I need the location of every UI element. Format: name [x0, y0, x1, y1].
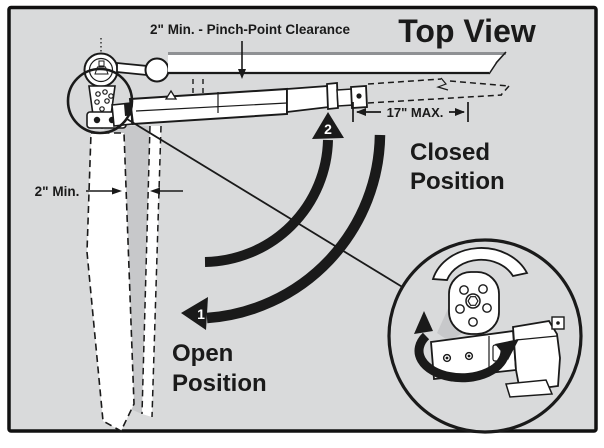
min-clearance-label: 2" Min. — [35, 184, 80, 199]
max-extension-label: 17" MAX. — [387, 105, 444, 120]
swing-arc-open — [206, 134, 386, 324]
break-mark — [436, 77, 449, 91]
dim-arrow-left — [356, 108, 366, 116]
detail-callout-circle — [66, 67, 134, 135]
closed-position-line2: Position — [410, 168, 505, 195]
mount-bolt-left — [93, 116, 101, 124]
pinch-dimension-group: 2" Min. - Pinch-Point Clearance — [150, 22, 350, 79]
inset-plate-holes — [455, 284, 492, 327]
actuator-vent-mark — [164, 89, 178, 100]
min-clearance-dimension-group: 2" Min. — [35, 184, 183, 199]
inset-bolt-1-center — [445, 356, 449, 360]
arm-open-strip — [142, 126, 161, 417]
arrowhead-closed — [312, 112, 344, 139]
min-arrow-right — [112, 187, 122, 195]
step-number-open: 1 — [197, 306, 205, 322]
step-number-closed: 2 — [324, 121, 332, 137]
actuator-collar — [326, 82, 339, 110]
arm-open-dashed-right — [151, 125, 162, 418]
inset-bottom-flap — [505, 379, 554, 398]
inset-socket-arch — [431, 247, 529, 281]
bracket-bolt-holes — [94, 89, 114, 112]
pinch-arrowhead — [238, 69, 246, 79]
inset-arrowhead-up — [414, 311, 433, 334]
end-bracket-bolt — [356, 93, 362, 99]
gate-bar-body — [168, 52, 506, 74]
pinch-gap-dashed-lines — [192, 79, 204, 98]
inset-hex-bolt-head — [467, 296, 479, 306]
pinch-clearance-label: 2" Min. - Pinch-Point Clearance — [150, 22, 350, 37]
gate-bar-group — [168, 51, 507, 75]
post-arm — [116, 62, 148, 76]
inset-rotation-arc — [414, 332, 510, 383]
actuator-group — [111, 77, 510, 127]
swing-arc-closed — [204, 139, 333, 267]
inset-end-block — [512, 320, 561, 393]
gate-open-position-group — [86, 79, 204, 433]
detail-inset-group — [387, 238, 583, 434]
inset-end-block-line — [515, 335, 558, 341]
gate-open-dashed-outline — [86, 132, 135, 433]
view-title: Top View — [398, 13, 536, 49]
min-arrow-left — [150, 187, 160, 195]
open-position-line1: Open — [172, 340, 233, 367]
gate-bar-end-fold — [488, 51, 507, 75]
dimension-lines — [352, 102, 469, 122]
ball-joint — [144, 57, 170, 83]
actuator-tube — [286, 85, 330, 114]
arm-open-dashed-left — [141, 125, 151, 415]
arrowhead-open — [181, 297, 208, 330]
inset-bolt-2-center — [467, 354, 471, 358]
swing-arrows-group: 1 2 — [181, 112, 386, 330]
inset-arrowhead-ne — [495, 339, 519, 360]
hinge-pin — [98, 60, 105, 67]
inset-end-tab-bolt — [556, 321, 560, 325]
dim-arrow-right — [455, 108, 465, 116]
closed-position-line1: Closed — [410, 139, 490, 166]
max-extension-dimension-group: 17" MAX. — [352, 102, 469, 122]
open-position-line2: Position — [172, 370, 267, 397]
actuator-body-lines — [135, 92, 288, 113]
detail-leader-line — [126, 118, 405, 289]
